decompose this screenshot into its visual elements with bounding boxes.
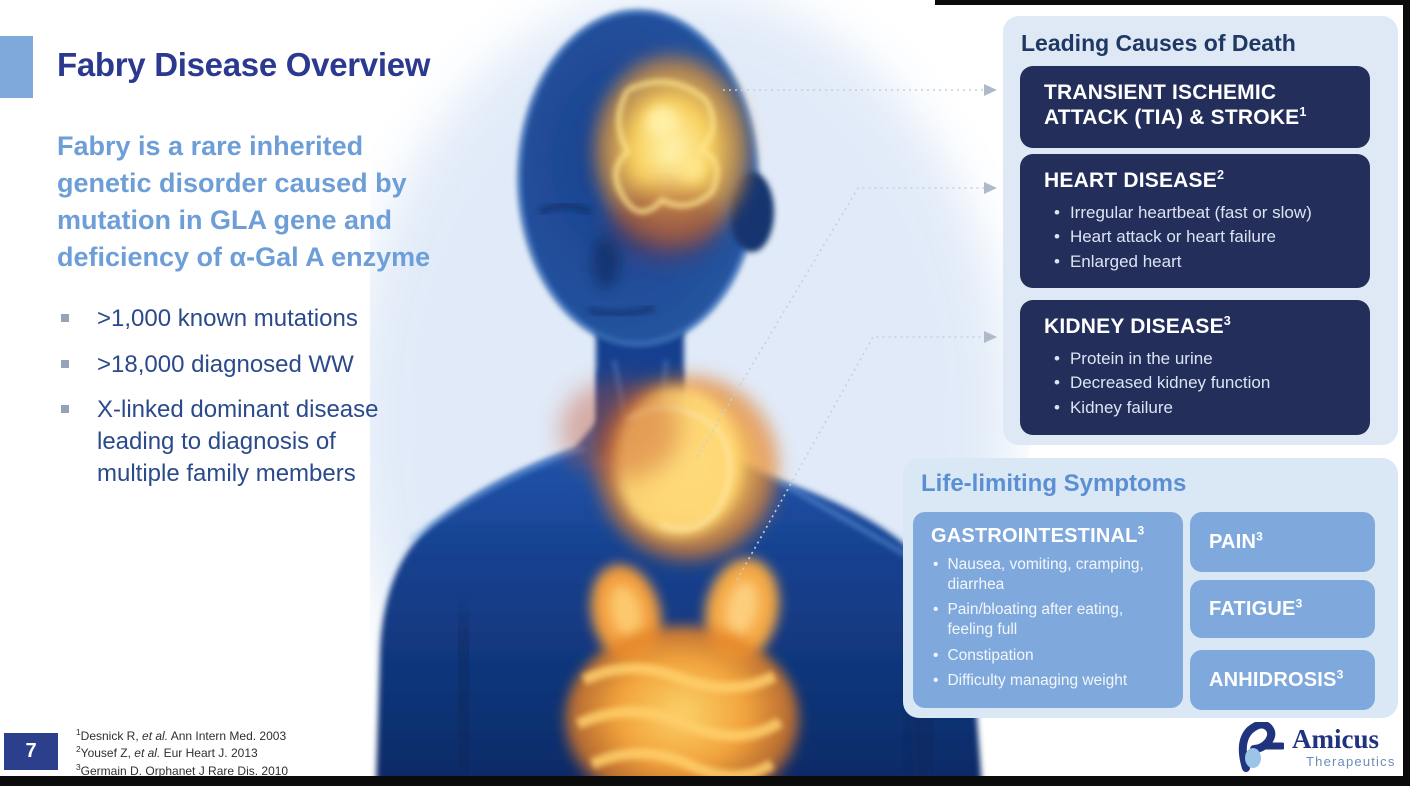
symptom-box-title: PAIN3 xyxy=(1209,528,1263,554)
list-item: Kidney failure xyxy=(1044,397,1350,419)
bullet-square-icon xyxy=(61,314,69,322)
symptom-box-title: GASTROINTESTINAL3 xyxy=(931,523,1171,548)
footnote-ref: 3 xyxy=(1137,523,1145,538)
amicus-logo-icon xyxy=(1238,722,1284,772)
page-title: Fabry Disease Overview xyxy=(57,46,431,83)
symptom-box-fatigue: FATIGUE3 xyxy=(1190,580,1375,638)
footnotes: 1Desnick R, et al. Ann Intern Med. 2003 … xyxy=(76,727,288,779)
pain-label: PAIN xyxy=(1209,530,1257,553)
list-item: Irregular heartbeat (fast or slow) xyxy=(1044,202,1350,224)
cause-box-title: HEART DISEASE2 xyxy=(1044,169,1350,194)
letterbox-right-edge xyxy=(1403,0,1410,786)
list-item: Constipation xyxy=(931,646,1171,666)
gastro-title: GASTROINTESTINAL xyxy=(931,525,1138,547)
cause-box-kidney-disease: KIDNEY DISEASE3 Protein in the urine Dec… xyxy=(1020,300,1370,435)
list-item: Decreased kidney function xyxy=(1044,372,1350,394)
list-item: Heart attack or heart failure xyxy=(1044,226,1350,248)
footnote-line: 1Desnick R, et al. Ann Intern Med. 2003 xyxy=(76,727,287,743)
footnote-ref: 3 xyxy=(1336,666,1344,681)
footnote-ref: 3 xyxy=(1223,314,1232,328)
list-item: Protein in the urine xyxy=(1044,348,1350,370)
letterbox-bottom-edge xyxy=(0,776,1410,786)
footnote-ref: 3 xyxy=(1295,595,1303,610)
page-number: 7 xyxy=(25,740,37,762)
tia-title-line2: ATTACK (TIA) & STROKE xyxy=(1044,105,1300,129)
list-item: Enlarged heart xyxy=(1044,251,1350,273)
kidney-symptom-list: Protein in the urine Decreased kidney fu… xyxy=(1044,348,1350,419)
anhidrosis-label: ANHIDROSIS xyxy=(1209,668,1337,691)
list-item: >18,000 diagnosed WW xyxy=(57,349,397,381)
cause-box-tia-stroke: TRANSIENT ISCHEMIC ATTACK (TIA) & STROKE… xyxy=(1020,66,1370,148)
kidney-title: KIDNEY DISEASE xyxy=(1044,315,1224,338)
amicus-logo-text: Amicus Therapeutics xyxy=(1292,724,1396,770)
footnote-ref: 3 xyxy=(1256,528,1263,543)
bullet-square-icon xyxy=(61,405,69,414)
cause-box-title: TRANSIENT ISCHEMIC ATTACK (TIA) & STROKE… xyxy=(1044,81,1350,131)
bullet-square-icon xyxy=(61,359,69,368)
gastro-symptom-list: Nausea, vomiting, cramping, diarrhea Pai… xyxy=(931,555,1171,691)
fact-text: >18,000 diagnosed WW xyxy=(97,350,354,378)
leading-causes-panel: Leading Causes of Death TRANSIENT ISCHEM… xyxy=(1003,16,1398,445)
intro-paragraph: Fabry is a rare inherited genetic disord… xyxy=(57,131,431,272)
list-item: Difficulty managing weight xyxy=(931,671,1171,691)
page-number-badge: 7 xyxy=(4,733,58,770)
panel-title: Leading Causes of Death xyxy=(1021,30,1296,56)
tia-title-line1: TRANSIENT ISCHEMIC xyxy=(1044,81,1277,104)
logo-subtext: Therapeutics xyxy=(1306,754,1396,769)
logo-name: Amicus xyxy=(1292,724,1379,754)
fact-text: X-linked dominant disease leading to dia… xyxy=(97,396,379,487)
fatigue-label: FATIGUE xyxy=(1209,597,1296,620)
cause-box-heart-disease: HEART DISEASE2 Irregular heartbeat (fast… xyxy=(1020,154,1370,288)
symptom-box-gastrointestinal: GASTROINTESTINAL3 Nausea, vomiting, cram… xyxy=(913,512,1183,708)
letterbox-top-edge xyxy=(935,0,1410,5)
panel-title: Life-limiting Symptoms xyxy=(921,470,1187,497)
symptom-box-title: ANHIDROSIS3 xyxy=(1209,666,1344,692)
footnote-line: 2Yousef Z, et al. Eur Heart J. 2013 xyxy=(76,744,258,761)
symptom-box-anhidrosis: ANHIDROSIS3 xyxy=(1190,650,1375,710)
heart-title: HEART DISEASE xyxy=(1044,169,1217,192)
key-facts-list: >1,000 known mutations >18,000 diagnosed… xyxy=(57,303,397,503)
footnote-ref: 2 xyxy=(1216,168,1225,182)
footnote-ref: 1 xyxy=(1299,104,1307,119)
heart-symptom-list: Irregular heartbeat (fast or slow) Heart… xyxy=(1044,202,1350,273)
symptom-box-title: FATIGUE3 xyxy=(1209,595,1303,621)
list-item: Pain/bloating after eating, feeling full xyxy=(931,600,1171,640)
footnote-line: 3Germain D. Orphanet J Rare Dis. 2010 xyxy=(76,761,289,778)
symptoms-panel: Life-limiting Symptoms GASTROINTESTINAL3… xyxy=(903,458,1398,718)
list-item: >1,000 known mutations xyxy=(57,303,397,335)
list-item: X-linked dominant disease leading to dia… xyxy=(57,394,397,489)
fact-text: >1,000 known mutations xyxy=(97,305,358,332)
amicus-logo: Amicus Therapeutics xyxy=(1236,722,1396,774)
symptom-box-pain: PAIN3 xyxy=(1190,512,1375,572)
cause-box-title: KIDNEY DISEASE3 xyxy=(1044,315,1350,340)
accent-square xyxy=(0,36,33,98)
list-item: Nausea, vomiting, cramping, diarrhea xyxy=(931,555,1171,595)
